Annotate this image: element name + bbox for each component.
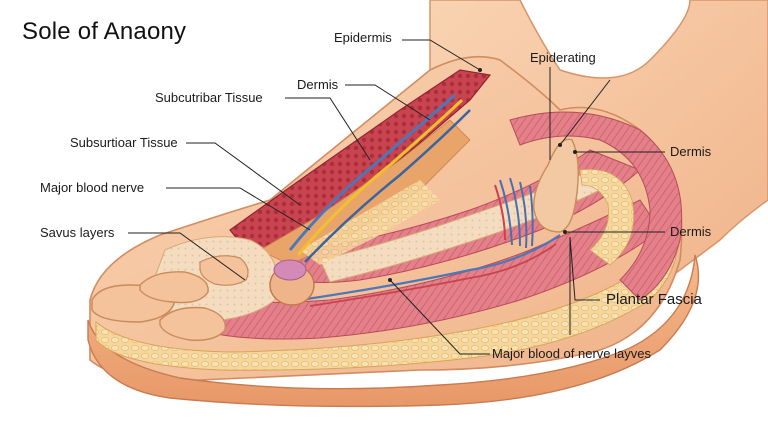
leader-dermis-top [345,84,431,121]
plantar-nerve [299,234,561,302]
calcaneus-bone [533,138,579,233]
dorsal-fat-dots [300,180,440,265]
label-major-blood-layves: Major blood of nerve layves [492,346,651,361]
heel-fat [579,168,635,266]
heel-muscle [509,111,683,301]
page-title: Sole of Anaony [22,18,187,45]
leader-plantar-fascia [569,236,600,301]
label-epiderating: Epiderating [530,50,596,65]
ankle-vessel-red [494,184,506,241]
label-dermis-right-2: Dermis [670,224,712,239]
leader-subcutaneous-1 [285,97,371,161]
leader-lines [128,39,665,355]
leader-subcutaneous-2 [186,142,301,206]
label-subcutaneous-tissue-1: Subcutribar Tissue [155,90,263,105]
blue-vessel-1 [288,93,456,251]
sole-skin-layer [87,254,700,408]
yellow-nerve-1 [296,98,464,256]
label-savus-layers: Savus layers [40,225,115,240]
toe-3 [159,306,227,341]
label-epidermis: Epidermis [334,30,392,45]
ankle-vessel-bundle [499,177,534,249]
leader-savus-layers [128,232,246,281]
label-dermis-right-1: Dermis [670,144,712,159]
leader-epiderating-2 [559,79,611,146]
leader-dots [388,68,577,282]
label-major-blood-nerve: Major blood nerve [40,180,145,195]
toe-4 [199,255,249,286]
plantar-nerve-red [309,243,557,307]
label-dermis-top: Dermis [297,77,339,92]
blue-vessel-2 [304,109,471,263]
leader-major-blood-nerve [166,187,311,231]
label-plantar-fascia: Plantar Fascia [606,291,702,308]
label-subcutaneous-tissue-2: Subsurtioar Tissue [70,135,178,150]
toe-2 [139,271,209,304]
leader-major-blood-layves [389,279,490,355]
joint-capsule [273,259,307,281]
leader-epidermis [402,39,481,71]
